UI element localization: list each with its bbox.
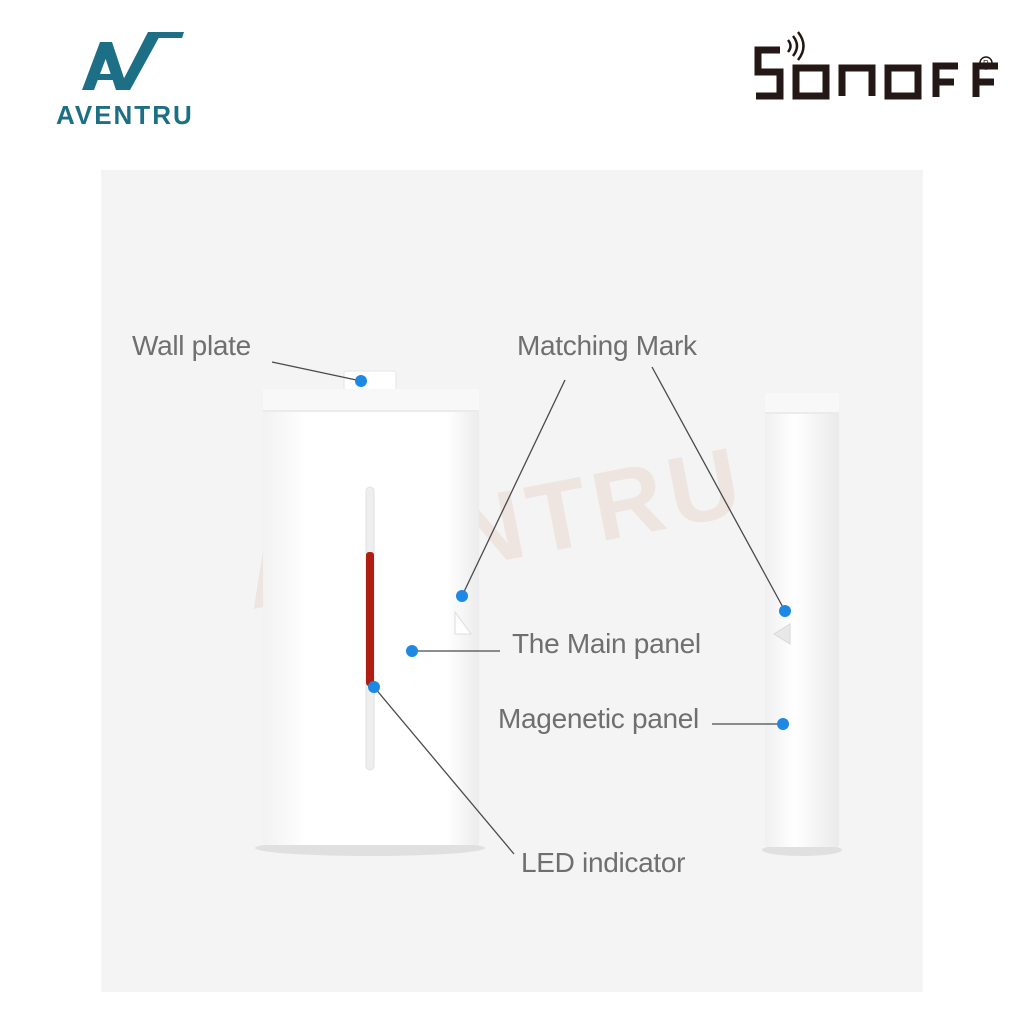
wall-plate-dot	[355, 375, 367, 387]
matching-mark-leader-right	[651, 366, 786, 612]
aventru-logo	[82, 32, 184, 90]
led-bar	[366, 552, 374, 686]
main-matching-mark	[454, 610, 472, 635]
wall-plate-tab	[343, 370, 397, 392]
matching-mark-dot-magnet	[779, 605, 791, 617]
wall-plate-leader	[271, 361, 362, 382]
matching-mark-label: Matching Mark	[517, 330, 697, 361]
main-panel-dot	[406, 645, 418, 657]
matching-mark-leader-left	[461, 379, 566, 597]
main-panel-label: The Main panel	[512, 628, 701, 659]
magnetic-matching-mark	[773, 623, 791, 645]
led-indicator-label: LED indicator	[521, 847, 686, 878]
magnetic-panel-label: Magenetic panel	[498, 703, 699, 734]
aventru-wordmark: AVENTRU	[56, 100, 194, 130]
matching-mark-dot-main	[456, 590, 468, 602]
main-panel-top-edge	[263, 389, 479, 411]
magnetic-panel-body	[765, 393, 839, 847]
wall-plate-label: Wall plate	[132, 330, 251, 361]
magnetic-panel-dot	[777, 718, 789, 730]
sonoff-logo: R	[754, 31, 998, 100]
led-indicator-dot	[368, 681, 380, 693]
svg-text:R: R	[983, 59, 989, 68]
led-indicator-leader	[373, 686, 515, 855]
